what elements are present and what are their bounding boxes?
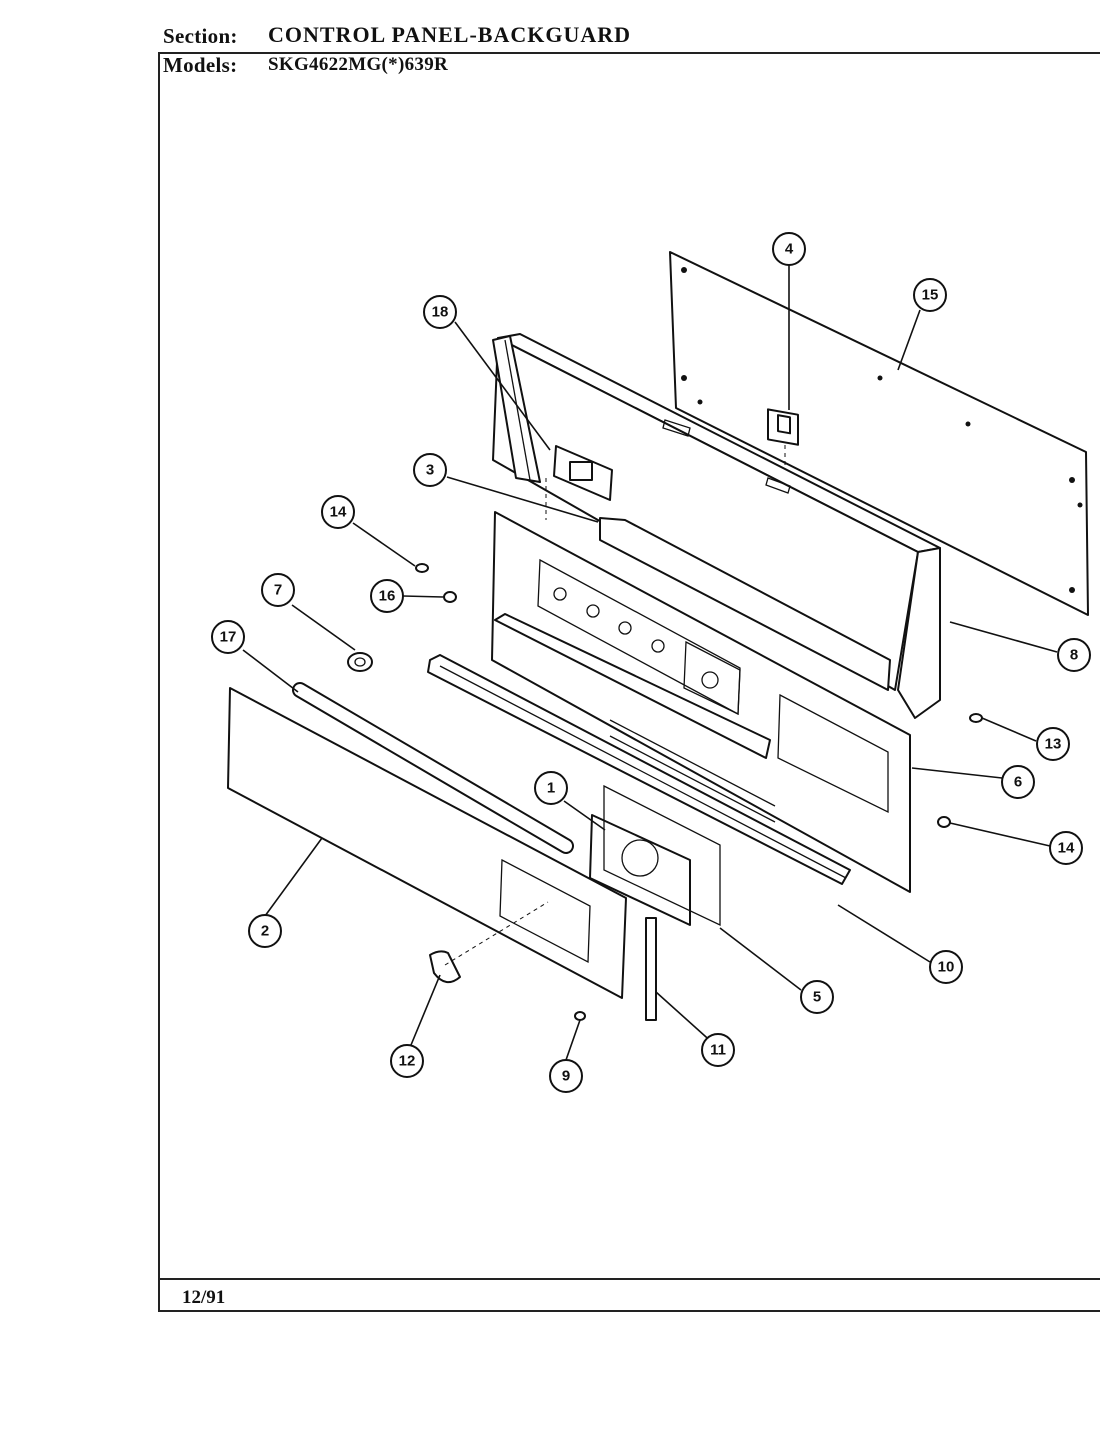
trim-strip xyxy=(494,517,891,759)
callout-15: 15 xyxy=(913,278,947,312)
svg-text:14: 14 xyxy=(330,504,347,521)
svg-text:2: 2 xyxy=(261,923,269,940)
callout-10: 10 xyxy=(929,950,963,984)
callout-12: 12 xyxy=(390,1044,424,1078)
svg-text:14: 14 xyxy=(1058,840,1075,857)
svg-text:4: 4 xyxy=(785,241,794,258)
callout-2: 2 xyxy=(248,914,282,948)
screws xyxy=(415,563,983,1021)
callout-17: 17 xyxy=(211,620,245,654)
svg-text:9: 9 xyxy=(562,1068,570,1085)
svg-text:18: 18 xyxy=(432,304,449,321)
callout-14-right: 14 xyxy=(1049,831,1083,865)
knob-cluster xyxy=(347,652,373,672)
svg-text:15: 15 xyxy=(922,287,939,304)
callout-11: 11 xyxy=(701,1033,735,1067)
svg-text:3: 3 xyxy=(426,462,434,479)
footer-divider xyxy=(160,1278,1100,1280)
callout-16: 16 xyxy=(370,579,404,613)
svg-text:13: 13 xyxy=(1045,736,1062,753)
callout-14-left: 14 xyxy=(321,495,355,529)
clock-module xyxy=(589,784,721,927)
trim-extrusion xyxy=(427,654,851,885)
svg-text:12: 12 xyxy=(399,1053,416,1070)
callout-5: 5 xyxy=(800,980,834,1014)
callout-18: 18 xyxy=(423,295,457,329)
svg-text:17: 17 xyxy=(220,629,237,646)
trim-extrusion-teeth xyxy=(609,719,776,823)
svg-text:8: 8 xyxy=(1070,647,1078,664)
backguard-housing xyxy=(492,333,941,719)
front-panel xyxy=(227,687,627,999)
revision-date: 12/91 xyxy=(182,1287,226,1308)
callout-3: 3 xyxy=(413,453,447,487)
diagram-frame xyxy=(158,52,1100,1312)
rocker-switch xyxy=(767,408,799,465)
tube xyxy=(292,682,574,854)
callout-6: 6 xyxy=(1001,765,1035,799)
leader-lines xyxy=(242,265,1058,1061)
control-panel xyxy=(491,511,911,893)
svg-text:5: 5 xyxy=(813,989,821,1006)
vertical-strip xyxy=(645,917,657,1021)
callout-13: 13 xyxy=(1036,727,1070,761)
svg-text:1: 1 xyxy=(547,780,555,797)
svg-text:11: 11 xyxy=(710,1042,726,1059)
svg-text:16: 16 xyxy=(379,588,396,605)
section-title: CONTROL PANEL-BACKGUARD xyxy=(268,22,632,47)
section-label: Section: xyxy=(163,24,238,48)
svg-text:7: 7 xyxy=(274,582,282,599)
svg-text:10: 10 xyxy=(938,959,955,976)
callout-1: 1 xyxy=(534,771,568,805)
callout-7: 7 xyxy=(261,573,295,607)
control-knob xyxy=(429,950,461,984)
svg-text:6: 6 xyxy=(1014,774,1022,791)
bracket xyxy=(545,445,613,520)
models-label: Models: xyxy=(163,53,238,77)
rear-cover-panel xyxy=(669,251,1089,616)
callout-9: 9 xyxy=(549,1059,583,1093)
callout-4: 4 xyxy=(772,232,806,266)
callout-8: 8 xyxy=(1057,638,1091,672)
models-value: SKG4622MG(*)639R xyxy=(268,54,449,75)
